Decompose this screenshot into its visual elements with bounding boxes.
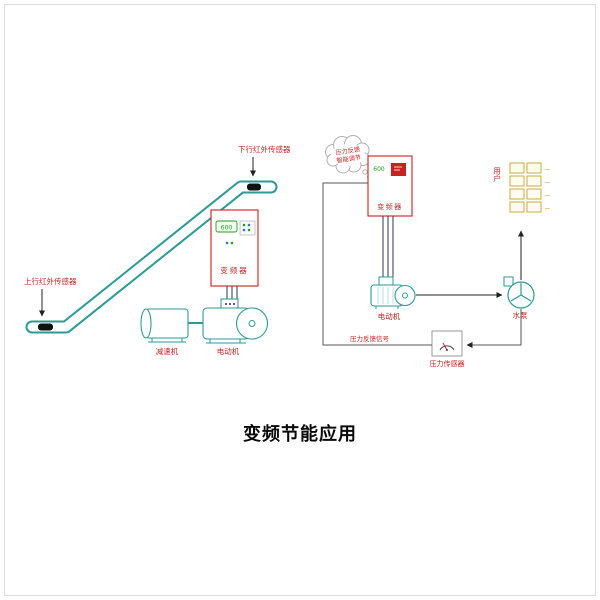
inverter-left: 600 变频器 bbox=[210, 209, 259, 301]
page-title: 变频节能应用 bbox=[243, 423, 357, 445]
motor-right-shaft-center bbox=[402, 292, 408, 299]
inverter-right: 600 变频器 bbox=[367, 155, 413, 277]
motor-right bbox=[370, 276, 416, 309]
escalator-step-bottom bbox=[38, 323, 53, 331]
motor-left-shaft-center bbox=[248, 320, 256, 327]
escalator-system: 下行红外传感器 上行红外传感器 600 变频器 bbox=[24, 144, 291, 356]
water-pump bbox=[503, 276, 535, 309]
gauge-needle bbox=[442, 342, 448, 351]
wave-mark: ~ bbox=[544, 191, 551, 200]
inverter-right-label: 变频器 bbox=[377, 202, 403, 211]
user-wave-marks: ~ ~ ~ ~ bbox=[544, 165, 551, 213]
keypad-dot bbox=[247, 228, 251, 232]
pressure-sensor-box bbox=[431, 330, 463, 357]
wave-mark: ~ bbox=[544, 178, 551, 187]
inverter-right-display-text: 600 bbox=[373, 166, 385, 173]
gauge-arc bbox=[439, 345, 455, 351]
inverter-left-display-text: 600 bbox=[221, 225, 233, 232]
reducer-feet bbox=[148, 338, 186, 343]
escalator-step-top bbox=[247, 183, 261, 191]
motor-left-feet bbox=[206, 339, 246, 344]
bubble-text-line2: 智能调节 bbox=[336, 153, 362, 164]
sensor-up-label: 上行红外传感器 bbox=[24, 276, 77, 286]
inverter-left-display bbox=[215, 220, 238, 233]
wave-mark: ~ bbox=[544, 165, 551, 174]
terminal-dot bbox=[229, 303, 231, 305]
escalator bbox=[25, 180, 278, 334]
gauge-pivot bbox=[446, 349, 448, 351]
pump-system: 压力反馈 智能调节 600 变频器 bbox=[322, 135, 551, 368]
keypad-dot bbox=[247, 223, 251, 227]
keypad-dot bbox=[225, 241, 229, 245]
inverter-left-keypad bbox=[239, 220, 256, 236]
user-label: 用户 bbox=[493, 167, 502, 184]
sensor-down: 下行红外传感器 bbox=[238, 144, 291, 177]
reducer-body bbox=[145, 308, 189, 339]
pressure-sensor bbox=[431, 330, 463, 357]
pump-flange bbox=[503, 276, 514, 287]
reducer-label: 减速机 bbox=[156, 346, 179, 356]
thought-bubble: 压力反馈 智能调节 bbox=[325, 135, 371, 179]
motor-right-terminal-box bbox=[378, 276, 394, 286]
sensor-up: 上行红外传感器 bbox=[24, 276, 77, 317]
motor-left bbox=[202, 298, 269, 344]
keypad-dot bbox=[242, 228, 246, 232]
motor-right-label: 电动机 bbox=[378, 311, 401, 321]
inverter-right-brand-block bbox=[391, 163, 406, 176]
wave-mark: ~ bbox=[544, 204, 551, 213]
page-border bbox=[4, 4, 596, 596]
pump-label: 水泵 bbox=[513, 310, 528, 320]
pump-to-sensor-line bbox=[466, 309, 522, 348]
motor-right-fins bbox=[377, 287, 394, 304]
keypad-dot bbox=[242, 223, 246, 227]
terminal-dot bbox=[233, 303, 235, 305]
reducer bbox=[140, 308, 204, 343]
motor-left-label: 电动机 bbox=[217, 346, 240, 356]
pump-impeller bbox=[510, 283, 532, 302]
bubble-text-line1: 压力反馈 bbox=[335, 145, 361, 156]
feedback-signal-line bbox=[322, 182, 432, 346]
reducer-end-cap bbox=[140, 308, 152, 339]
keypad-dot bbox=[230, 241, 234, 245]
motor-right-feet bbox=[375, 306, 399, 309]
bubble-cloud-fill bbox=[331, 144, 365, 166]
pressure-sensor-label: 压力传感器 bbox=[430, 359, 465, 368]
terminal-dot bbox=[225, 303, 227, 305]
bubble-tail-dot bbox=[362, 169, 368, 175]
inverter-left-label: 变频器 bbox=[220, 265, 249, 275]
user-block: 用户 ~ ~ ~ ~ bbox=[493, 162, 551, 213]
inverter-right-wires bbox=[382, 216, 394, 277]
sensor-down-label: 下行红外传感器 bbox=[238, 144, 291, 154]
feedback-signal-label: 压力反馈信号 bbox=[350, 334, 390, 343]
user-grid bbox=[509, 162, 542, 213]
